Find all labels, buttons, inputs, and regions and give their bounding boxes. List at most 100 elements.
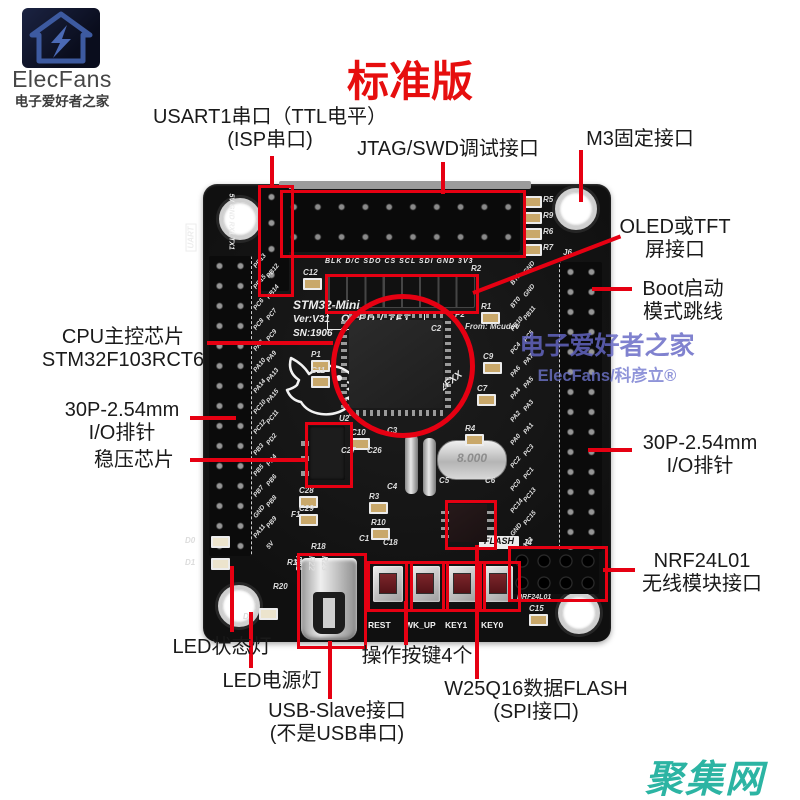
ref-c7: C7	[477, 384, 488, 393]
led-d0	[211, 536, 230, 548]
watermark-line1: 电子爱好者之家	[519, 332, 695, 360]
pin-label: PC12	[252, 418, 268, 437]
annotation-regulator: 稳压芯片	[94, 449, 174, 471]
pin-label: PA2	[509, 409, 523, 424]
ref-c4: C4	[387, 482, 398, 491]
cpu-leader-line	[207, 341, 333, 345]
button2-highlight-box	[405, 561, 449, 612]
keys-leader-line	[404, 601, 408, 645]
button-key1	[447, 566, 477, 602]
elecfans-logo-icon	[22, 8, 100, 68]
flash-chip	[449, 504, 487, 542]
nrf-highlight-box	[508, 546, 608, 602]
crystal-8mhz: 8.000	[437, 440, 507, 480]
pin-label: GND	[252, 503, 267, 520]
oled-pin-labels: BLK D/C SDO CS SCL SDI GND 3V3	[325, 258, 474, 265]
flash-leader-line	[475, 545, 479, 679]
ref-r10: R10	[371, 518, 386, 527]
led-d2	[259, 608, 278, 620]
page-title: 标准版	[346, 58, 473, 105]
ref-r2: R2	[471, 264, 482, 273]
pin-label: PB5	[252, 463, 266, 478]
ref-c11: C11	[311, 366, 326, 375]
component-c29	[299, 514, 318, 526]
regulator-leader-line	[190, 458, 306, 462]
nrf-silk-label: NRF24L01	[517, 594, 552, 601]
ref-r9: R9	[543, 211, 554, 220]
logo-tagline: 电子爱好者之家	[14, 94, 110, 109]
ref-r1: R1	[481, 302, 492, 311]
component-c28	[299, 496, 318, 508]
pin-label: PC1	[522, 466, 536, 481]
pin-label: PA11	[252, 523, 268, 541]
ref-u2: U2	[339, 414, 350, 423]
io-header-left	[209, 256, 252, 556]
io-right-leader-line	[588, 448, 632, 452]
usart-highlight-box	[258, 185, 294, 297]
pin-label: PB8	[265, 494, 279, 509]
ref-c27: C27	[341, 446, 356, 455]
ref-d2: D2	[243, 612, 253, 621]
ref-from: From: Mcudev	[465, 322, 520, 331]
nrf-leader-line	[603, 568, 635, 572]
ref-c12: C12	[303, 268, 318, 277]
pin-label: PC6	[252, 296, 266, 312]
regulator-highlight-box	[305, 422, 353, 488]
pin-label: PB7	[252, 484, 266, 499]
ref-d1: D1	[185, 558, 196, 567]
pin-label: PC7	[265, 307, 279, 322]
button-label-wkup: WK_UP	[405, 620, 436, 630]
button-label-key0: KEY0	[481, 620, 504, 630]
annotation-led-status: LED状态灯	[172, 636, 272, 658]
annotation-led-power: LED电源灯	[222, 670, 322, 692]
ref-c5: C5	[439, 476, 450, 485]
ref-c6: C6	[485, 476, 496, 485]
crystal-marking: 8.000	[456, 451, 488, 465]
ref-c15: C15	[529, 604, 544, 613]
component-c12	[303, 278, 322, 290]
ref-j6: J6	[563, 248, 572, 257]
flash-highlight-box	[445, 500, 497, 550]
silk-version: Ver:V31	[293, 314, 330, 325]
pin-label: 5V	[265, 539, 276, 551]
ref-r3: R3	[369, 492, 380, 501]
pin-label: PC8	[252, 317, 266, 333]
ref-r4: R4	[465, 424, 476, 433]
ref-r19: R19	[287, 558, 302, 567]
ref-r18: R18	[311, 542, 326, 551]
ref-c10: C10	[351, 428, 366, 437]
nrf-socket	[511, 550, 599, 594]
watermark-line2: ElecFans/科彦立®	[537, 367, 677, 385]
usb-highlight-box	[297, 553, 367, 649]
button-label-rest: REST	[368, 620, 391, 630]
component-r10	[371, 528, 390, 540]
pin-label: PA0	[509, 432, 523, 447]
ref-r6: R6	[543, 227, 554, 236]
io-header-right	[559, 262, 602, 552]
ref-p2: P2	[455, 310, 465, 319]
component-r3	[369, 502, 388, 514]
pin-label: PD2	[265, 432, 279, 447]
ref-c29: C29	[299, 504, 314, 513]
watermark: 电子爱好者之家 ElecFans/科彦立®	[490, 326, 724, 386]
pin-label: PC3	[522, 443, 536, 459]
io-left-leader-line	[190, 416, 236, 420]
pin-label: PA14	[252, 377, 268, 395]
ref-c1: C1	[359, 534, 370, 543]
ref-c9: C9	[483, 352, 494, 361]
pin-label: PC15	[522, 509, 538, 527]
pin-label: PA3	[522, 398, 536, 413]
ref-c18: C18	[383, 538, 398, 547]
cap-electrolytic-2	[423, 438, 436, 496]
pin-label: PB3	[252, 442, 266, 457]
ref-r20: R20	[273, 582, 288, 591]
annotation-flash: W25Q16数据FLASH(SPI接口)	[444, 678, 628, 723]
led-power-leader-line	[249, 612, 253, 668]
uart-silk-label: UART	[185, 223, 197, 252]
site-badge: 聚集网	[644, 759, 765, 800]
